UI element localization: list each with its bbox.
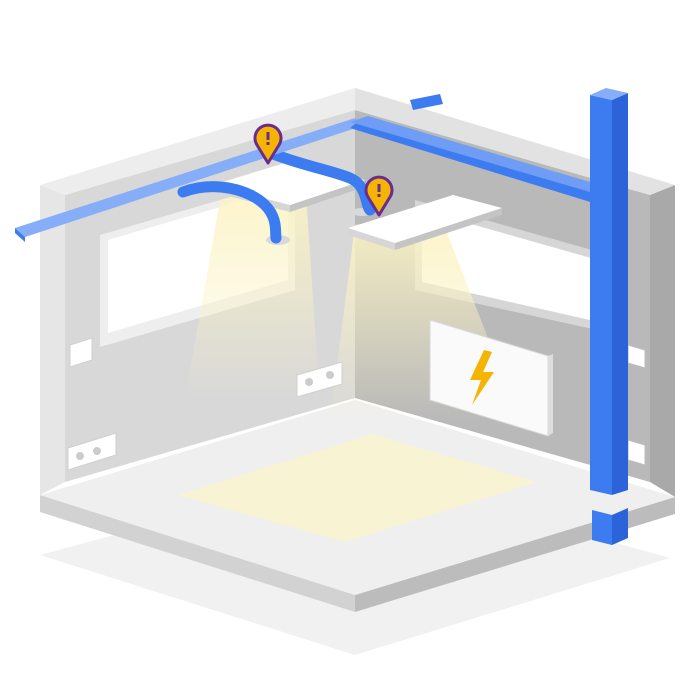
light-cone-left <box>185 180 320 400</box>
main-duct-right-top <box>350 116 600 192</box>
right-window <box>422 210 612 325</box>
floor-light-patch <box>178 434 537 542</box>
vertical-riser-bottom <box>592 510 612 545</box>
ceiling-lamp-left-edge2 <box>290 180 365 212</box>
duct-stub <box>410 94 443 110</box>
wall-outlet <box>627 439 646 466</box>
vertical-riser-side <box>612 93 628 495</box>
floor-slab-left <box>40 495 355 612</box>
vertical-riser-top <box>590 88 628 100</box>
left-wall-top <box>40 88 355 195</box>
ceiling-lamp-right-edge2 <box>395 208 502 250</box>
ceiling-lamp-right-edge <box>348 228 395 250</box>
vertical-riser-front <box>590 95 612 495</box>
wall-outlet <box>67 432 117 471</box>
flex-duct <box>177 181 282 244</box>
wall-outlet <box>296 361 343 398</box>
light-switch <box>69 337 93 368</box>
left-wall-outer <box>40 185 65 495</box>
warning-marker-icon <box>253 123 283 165</box>
main-duct-right <box>350 120 600 205</box>
radiator <box>429 319 553 437</box>
main-duct-left-side <box>15 228 25 242</box>
ceiling-lamp-right <box>348 195 502 243</box>
flex-duct <box>262 146 376 216</box>
warning-marker-icon <box>364 175 394 217</box>
vertical-riser-bottom-side <box>612 508 628 545</box>
right-wall-outer <box>650 185 675 497</box>
lightning-bolt-icon <box>470 350 494 405</box>
